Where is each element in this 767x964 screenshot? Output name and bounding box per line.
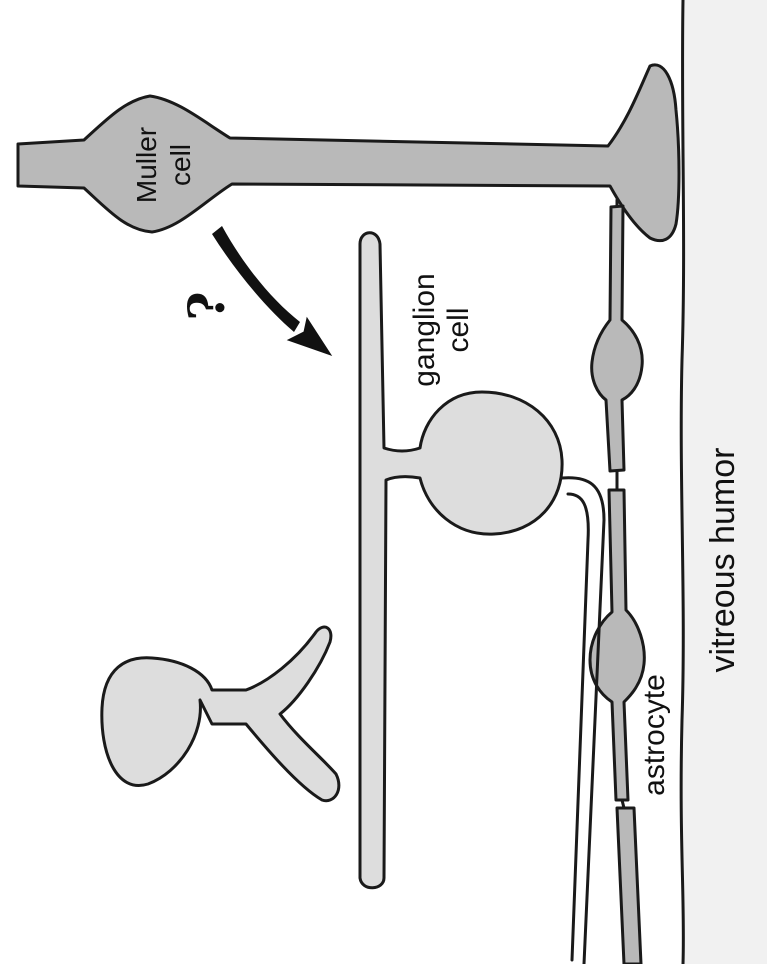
interaction-arrow xyxy=(212,226,331,355)
question-mark-label: ? xyxy=(177,291,236,320)
muller-cell-label-line1: Muller xyxy=(131,127,162,203)
ganglion-cell xyxy=(360,233,604,964)
ganglion-cell-axon-outer xyxy=(568,494,588,960)
astrocyte xyxy=(590,200,644,964)
muller-cell-body xyxy=(18,65,679,241)
displaced-neuron xyxy=(102,627,339,801)
muller-cell xyxy=(18,65,679,241)
astrocyte-junction-3 xyxy=(622,800,624,808)
astrocyte-label: astrocyte xyxy=(638,674,671,796)
astrocyte-process-tail xyxy=(617,808,641,964)
muller-cell-label-line2: cell xyxy=(165,144,196,186)
ganglion-cell-axon xyxy=(562,478,604,964)
astrocyte-process-top xyxy=(592,206,643,471)
vitreous-humor-label: vitreous humor xyxy=(704,448,742,673)
ganglion-cell-label-line1: ganglion xyxy=(408,273,441,386)
ganglion-cell-label-line2: cell xyxy=(442,307,475,352)
displaced-neuron-body xyxy=(102,627,339,801)
